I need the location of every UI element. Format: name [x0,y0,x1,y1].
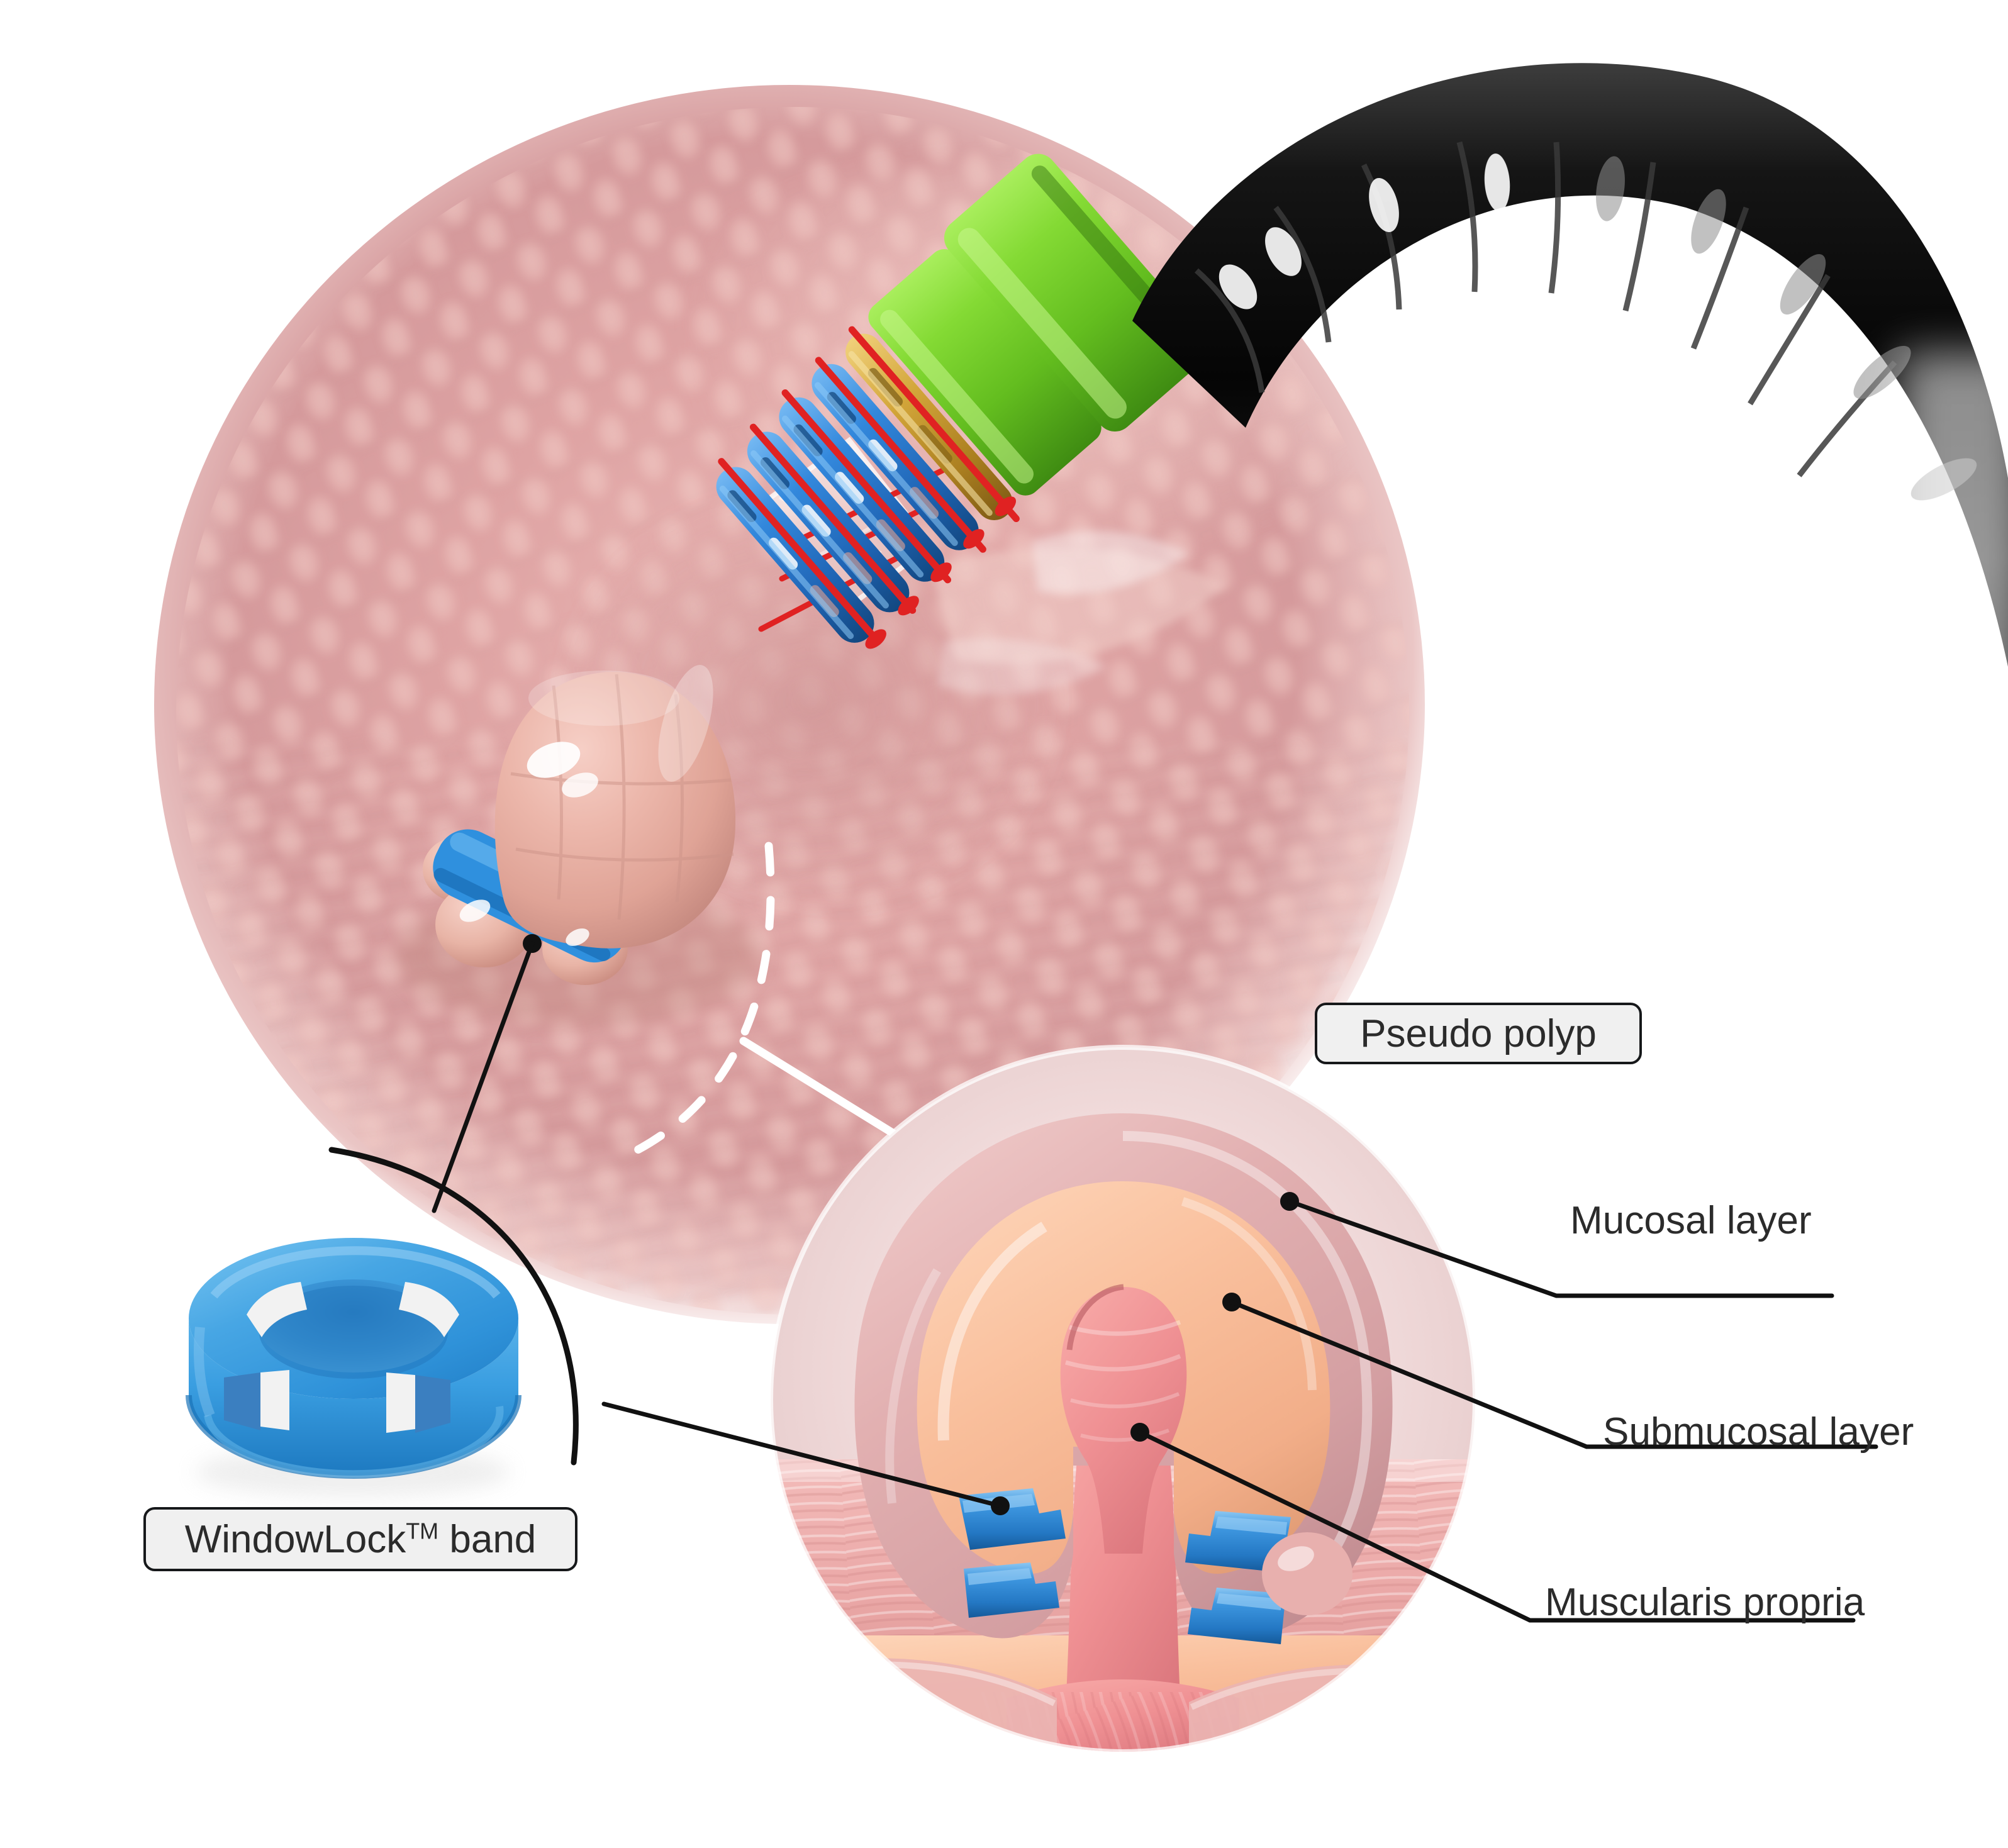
band-windows-top [247,1282,459,1337]
leader-windowlock-inset [601,1401,1010,1515]
band-segment-left-lower [964,1562,1059,1618]
deployable-band-3 [779,397,945,582]
windowlock-band-product [186,1238,522,1497]
leader-windowlock-polyp [432,934,542,1213]
gold-marker-band [845,333,1013,520]
cross-section-inset [768,1045,1478,1754]
leader-lines [432,934,1878,1623]
leader-muscularis [1130,1423,1856,1623]
callout-pseudo-polyp[interactable]: Pseudo polyp [1315,1003,1642,1064]
leader-submucosal [1222,1293,1878,1449]
band-windows-side [224,1370,450,1433]
banded-pseudo-polyp [396,665,761,1025]
endoscope-shaft [1132,63,2008,742]
label-muscularis-propria: Muscularis propria [1545,1581,1865,1624]
deployable-band-2 [747,431,910,613]
trademark-symbol: TM [406,1517,439,1544]
label-submucosal-layer: Submucosal layer [1603,1410,1914,1454]
band-segment-right-lower [1188,1588,1286,1644]
polyp-dome [494,665,736,949]
callout-windowlock-band-name: WindowLock [184,1517,406,1561]
endoscope [716,63,2008,742]
band-segment-right-upper [1185,1511,1291,1572]
band-callout-arc [328,1147,579,1466]
callout-windowlock-band-tail: band [438,1517,537,1561]
callout-windowlock-band-label: WindowLockTM band [185,1517,537,1562]
callout-pseudo-polyp-label: Pseudo polyp [1360,1011,1597,1055]
label-mucosal-layer: Mucosal layer [1570,1199,1812,1242]
callout-windowlock-band[interactable]: WindowLockTM band [143,1507,577,1571]
deployable-band-1 [716,467,874,643]
leader-mucosal [1280,1192,1834,1298]
deployable-band-4 [812,364,979,550]
